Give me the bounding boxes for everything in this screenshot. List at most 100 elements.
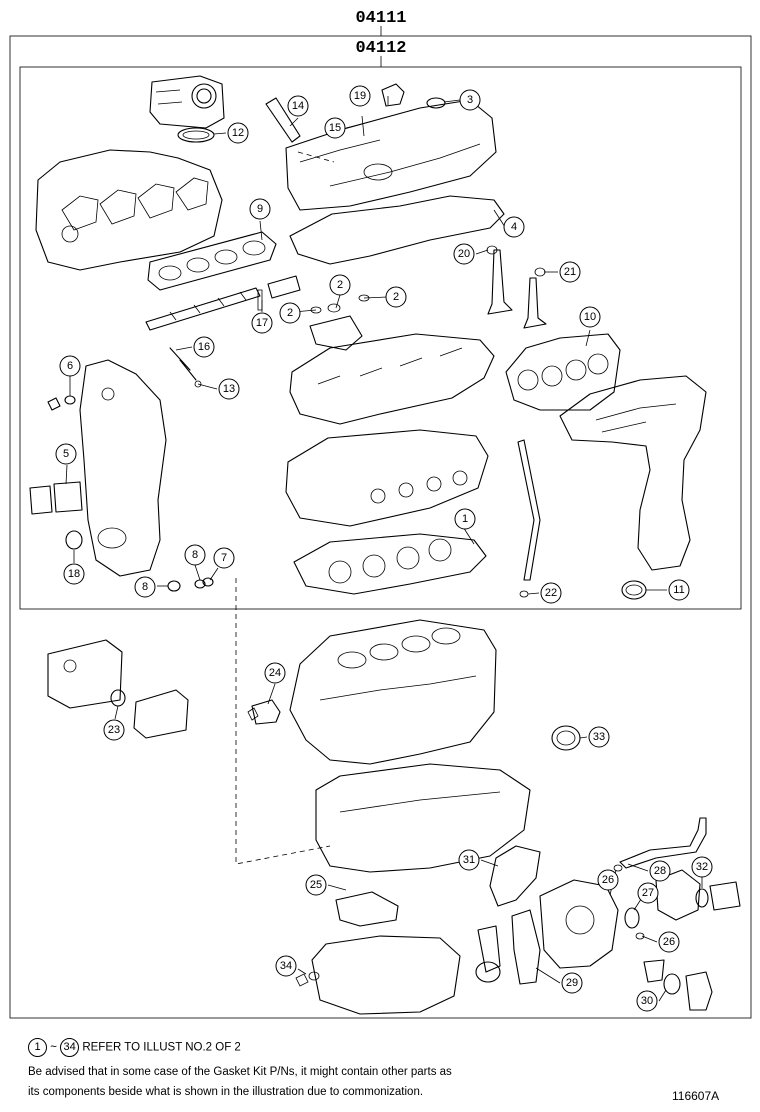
- gasket-3-seal: [426, 97, 446, 109]
- kit-number-outer: 04111: [355, 9, 406, 28]
- callout-24: 24: [264, 662, 286, 684]
- callout-29: 29: [561, 972, 583, 994]
- callout-2b: 2: [279, 302, 301, 324]
- throttle-body: [149, 75, 225, 129]
- gasket-10-exhaust: [505, 333, 621, 411]
- timing-chain-cover: [79, 359, 167, 577]
- svg-text:12: 12: [232, 127, 244, 139]
- callout-8a: 8: [184, 544, 206, 566]
- oil-seal-18: [65, 530, 83, 550]
- svg-text:20: 20: [458, 248, 470, 260]
- gasket-32: [695, 881, 741, 911]
- svg-text:11: 11: [673, 584, 684, 596]
- oil-pan-lower: [311, 935, 461, 1015]
- callout-19: 19: [349, 85, 371, 107]
- callout-17: 17: [251, 312, 273, 334]
- callout-1: 1: [454, 508, 476, 530]
- intake-manifold: [35, 149, 223, 271]
- oil-level-gauge: [517, 439, 541, 581]
- svg-text:24: 24: [269, 667, 281, 679]
- callout-31: 31: [458, 849, 480, 871]
- svg-text:29: 29: [566, 977, 578, 989]
- callout-26a: 26: [597, 869, 619, 891]
- refer-note: 1 ~ 34 REFER TO ILLUST NO.2 OF 2: [28, 1038, 241, 1057]
- chain-tensioner-29: [475, 909, 541, 985]
- svg-text:18: 18: [68, 568, 80, 580]
- part-25: [335, 891, 399, 927]
- svg-text:8: 8: [142, 581, 148, 593]
- callout-22: 22: [540, 582, 562, 604]
- callout-12: 12: [227, 122, 249, 144]
- svg-text:16: 16: [198, 341, 210, 353]
- callout-15: 15: [324, 117, 346, 139]
- callout-9: 9: [249, 198, 271, 220]
- small-hardware-lower: [247, 707, 645, 987]
- svg-text:15: 15: [329, 122, 341, 134]
- range-end-badge: 34: [60, 1038, 80, 1057]
- svg-text:13: 13: [223, 383, 235, 395]
- svg-text:5: 5: [63, 448, 69, 460]
- svg-text:21: 21: [564, 266, 576, 278]
- cylinder-block: [289, 619, 497, 765]
- callout-25: 25: [305, 874, 327, 896]
- cylinder-head-cover: [265, 97, 497, 211]
- camshaft: [145, 275, 301, 331]
- callout-13: 13: [218, 378, 240, 400]
- water-pipe-28: [619, 817, 707, 869]
- callout-30: 30: [636, 990, 658, 1012]
- callout-33: 33: [588, 726, 610, 748]
- advisory-line-1: Be advised that in some case of the Gask…: [28, 1066, 452, 1078]
- valves: [487, 249, 547, 329]
- svg-text:30: 30: [641, 995, 653, 1007]
- oil-filler-cap: [381, 83, 405, 107]
- thermostat-30: [643, 959, 713, 1011]
- svg-text:7: 7: [221, 552, 227, 564]
- callouts: 1 2 2 2 3 4 5 6 7 8 8 9 10 11 12 13 14 1…: [55, 85, 713, 1012]
- dashed-link-2: [297, 151, 335, 163]
- oil-pump-31: [489, 845, 541, 907]
- callout-28: 28: [649, 860, 671, 882]
- callout-26b: 26: [658, 931, 680, 953]
- svg-text:4: 4: [511, 221, 517, 233]
- range-start-badge: 1: [28, 1038, 47, 1057]
- svg-text:1: 1: [462, 513, 468, 525]
- callout-10: 10: [579, 306, 601, 328]
- callout-21: 21: [559, 261, 581, 283]
- oil-seal-33: [551, 725, 581, 751]
- svg-text:3: 3: [467, 94, 473, 106]
- callout-34: 34: [275, 955, 297, 977]
- svg-text:2: 2: [393, 291, 399, 303]
- inner-kit-frame: [19, 66, 742, 610]
- callout-2c: 2: [385, 286, 407, 308]
- callout-27: 27: [637, 882, 659, 904]
- svg-text:9: 9: [257, 203, 263, 215]
- refer-text: REFER TO ILLUST NO.2 OF 2: [82, 1041, 241, 1054]
- callout-18: 18: [63, 563, 85, 585]
- svg-text:26: 26: [602, 874, 614, 886]
- illustration-id: 116607A: [672, 1089, 720, 1103]
- oil-pan-upper: [315, 763, 531, 873]
- exhaust-manifold-catalyst: [559, 375, 707, 571]
- callout-7: 7: [213, 547, 235, 569]
- o-rings-7-8: [167, 577, 214, 592]
- callout-16: 16: [193, 336, 215, 358]
- svg-text:34: 34: [280, 960, 292, 972]
- gasket-4-head-cover: [289, 195, 505, 265]
- svg-text:2: 2: [337, 279, 343, 291]
- callout-20: 20: [453, 243, 475, 265]
- svg-text:2: 2: [287, 307, 293, 319]
- svg-text:25: 25: [310, 879, 322, 891]
- svg-text:27: 27: [642, 887, 654, 899]
- kit-number-inner: 04112: [355, 39, 406, 58]
- svg-text:31: 31: [463, 854, 475, 866]
- advisory-line-2: its components beside what is shown in t…: [28, 1086, 424, 1098]
- callout-3: 3: [459, 89, 481, 111]
- callout-8b: 8: [134, 576, 156, 598]
- callout-6: 6: [59, 355, 81, 377]
- callout-32: 32: [691, 856, 713, 878]
- svg-text:23: 23: [108, 724, 120, 736]
- callout-2a: 2: [329, 274, 351, 296]
- svg-text:33: 33: [593, 731, 605, 743]
- svg-text:14: 14: [292, 100, 304, 112]
